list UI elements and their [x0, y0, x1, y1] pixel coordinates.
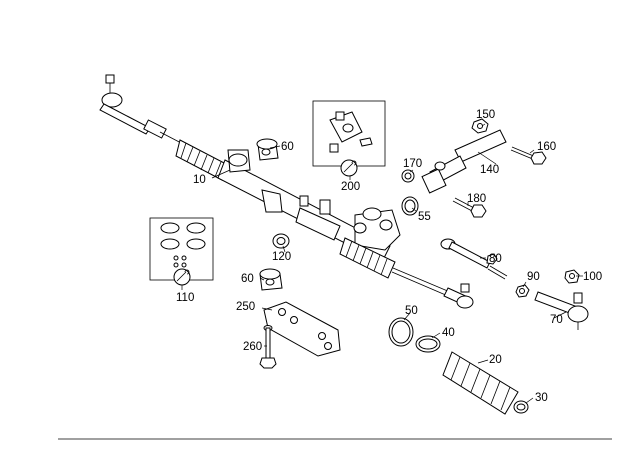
part-260-bolt[interactable]: [259, 325, 277, 369]
part-90-nut[interactable]: [515, 284, 530, 298]
callout-120[interactable]: 120: [272, 251, 291, 263]
callout-10[interactable]: 10: [193, 174, 206, 186]
callout-170[interactable]: 170: [403, 158, 422, 170]
callout-60-lower[interactable]: 60: [241, 273, 254, 285]
part-200-valve-kit-box[interactable]: [312, 100, 386, 177]
part-110-seal-kit-box[interactable]: [149, 217, 214, 286]
callout-110[interactable]: 110: [176, 292, 194, 304]
callout-140[interactable]: 140: [480, 164, 499, 176]
callout-180[interactable]: 180: [467, 193, 486, 205]
callout-90[interactable]: 90: [527, 271, 540, 283]
part-250-mounting-plate[interactable]: [263, 301, 341, 357]
part-170-bushing[interactable]: [401, 169, 415, 183]
callout-40[interactable]: 40: [442, 327, 455, 339]
part-80-inner-tie-rod[interactable]: [440, 238, 508, 280]
part-10-left-tie-rod[interactable]: [99, 74, 186, 146]
part-50-clamp-ring[interactable]: [388, 317, 414, 347]
callout-150[interactable]: 150: [476, 109, 495, 121]
callout-70[interactable]: 70: [550, 314, 563, 326]
part-20-bellows[interactable]: [442, 351, 519, 415]
callout-80[interactable]: 80: [489, 253, 502, 265]
part-100-nut[interactable]: [564, 269, 580, 284]
wrench-kit-icon: [340, 159, 358, 177]
callout-250[interactable]: 250: [236, 301, 255, 313]
right-bellows-boot: [339, 237, 396, 279]
part-70-tie-rod-end[interactable]: [534, 291, 589, 330]
callout-labels: 10 60 200 150 160 170 140 180 55 120 80 …: [176, 109, 602, 404]
part-60-mount-bushing-upper[interactable]: [256, 138, 279, 161]
part-160-bolt[interactable]: [510, 146, 547, 165]
part-10-steering-gear[interactable]: [175, 139, 474, 309]
callout-200[interactable]: 200: [341, 181, 360, 193]
callout-260[interactable]: 260: [243, 341, 262, 353]
callout-55[interactable]: 55: [418, 211, 431, 223]
callout-30[interactable]: 30: [535, 392, 548, 404]
callout-100[interactable]: 100: [583, 271, 602, 283]
leader-lines: [181, 123, 583, 404]
part-120-seal-ring[interactable]: [272, 233, 290, 249]
callout-50[interactable]: 50: [405, 305, 418, 317]
callout-20[interactable]: 20: [489, 354, 502, 366]
part-140-intermediate-shaft[interactable]: [421, 129, 507, 194]
part-180-bolt[interactable]: [452, 197, 487, 218]
part-30-small-clamp[interactable]: [513, 400, 529, 414]
part-55-o-ring[interactable]: [401, 196, 419, 216]
part-150-nut[interactable]: [471, 118, 489, 134]
callout-160[interactable]: 160: [537, 141, 556, 153]
part-60-mount-bushing-lower[interactable]: [259, 268, 283, 291]
wrench-kit-icon: [173, 268, 191, 286]
callout-60-upper[interactable]: 60: [281, 141, 294, 153]
part-40-hose-clamp[interactable]: [415, 335, 441, 353]
